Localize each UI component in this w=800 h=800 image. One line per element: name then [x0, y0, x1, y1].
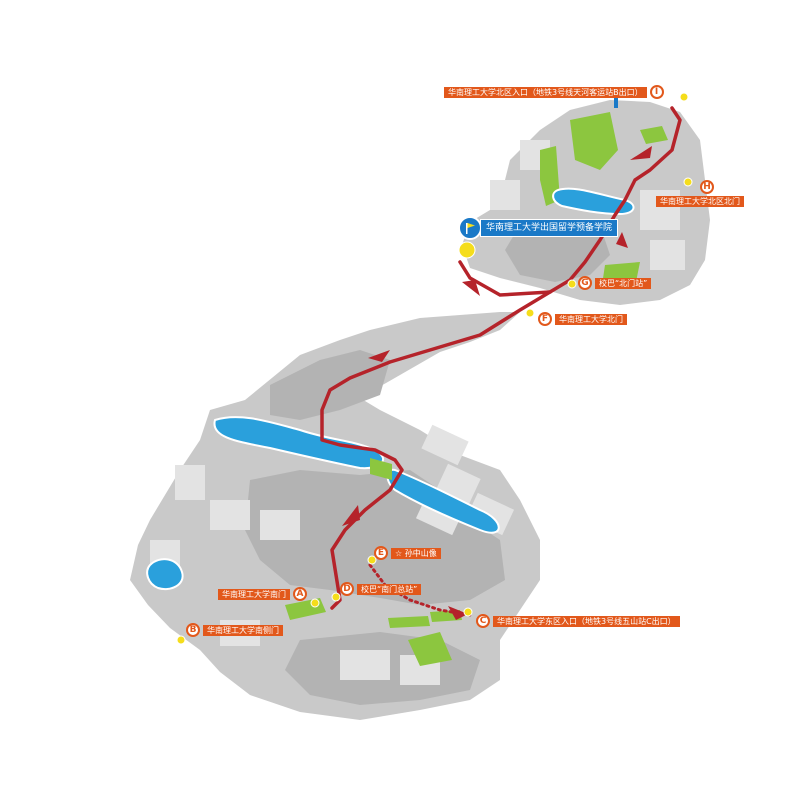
marker-label: 校巴“南门总站” [357, 583, 422, 595]
route-line [320, 106, 682, 610]
marker-label: 华南理工大学北区入口（地铁3号线天河客运站B出口） [444, 86, 647, 98]
marker-pin: C [476, 614, 490, 628]
marker-label: ☆ 孙中山像 [391, 547, 441, 559]
west-lake-south [386, 468, 500, 534]
marker-pin: E [374, 546, 388, 560]
marker-label: 校巴“北门站” [595, 277, 652, 289]
small-lake-southwest [146, 558, 184, 591]
flag-icon [458, 216, 482, 240]
arrow-icon [448, 606, 468, 620]
marker-f[interactable]: F 华南理工大学北门 [538, 312, 627, 326]
marker-e[interactable]: E ☆ 孙中山像 [374, 546, 441, 560]
marker-label: 华南理工大学北门 [555, 313, 627, 325]
arrow-icon [630, 146, 652, 160]
marker-pin: B [186, 623, 200, 637]
marker-c[interactable]: C 华南理工大学东区入口（地铁3号线五山站C出口） [476, 614, 680, 628]
marker-pin: A [293, 587, 307, 601]
south-campus-northblock [270, 350, 390, 420]
marker-label: 华南理工大学东区入口（地铁3号线五山站C出口） [493, 615, 680, 627]
destination-label[interactable]: 华南理工大学出国留学预备学院 [458, 216, 619, 240]
marker-pin: I [649, 85, 664, 99]
marker-a[interactable]: 华南理工大学南门 A [218, 587, 307, 601]
marker-pin: H [700, 180, 714, 194]
south-buildings [150, 424, 515, 685]
marker-pin: F [538, 312, 552, 326]
marker-label: 华南理工大学南侧门 [203, 624, 283, 636]
destination-name: 华南理工大学出国留学预备学院 [480, 219, 619, 237]
marker-i[interactable]: 华南理工大学北区入口（地铁3号线天河客运站B出口） I [444, 85, 664, 99]
marker-g[interactable]: G 校巴“北门站” [578, 276, 652, 290]
marker-label: 华南理工大学北区北门 [656, 196, 744, 207]
arrow-icon [462, 280, 480, 296]
metro-exit-marker [614, 98, 618, 108]
arrow-icon [616, 232, 628, 248]
arrow-icon [368, 350, 390, 362]
marker-label: 华南理工大学南门 [218, 588, 290, 600]
marker-b[interactable]: B 华南理工大学南侧门 [186, 623, 283, 637]
stop-dots [176, 92, 693, 645]
north-lake [552, 187, 635, 216]
marker-pin: D [340, 582, 354, 596]
route-branch-west [458, 260, 552, 297]
marker-h[interactable]: H 华南理工大学北区北门 [656, 180, 744, 207]
north-green-areas [540, 112, 668, 285]
marker-d[interactable]: D 校巴“南门总站” [340, 582, 422, 596]
route-arrows [342, 146, 652, 620]
walking-path [368, 563, 472, 617]
marker-pin: G [578, 276, 592, 290]
arrow-icon [342, 505, 360, 526]
